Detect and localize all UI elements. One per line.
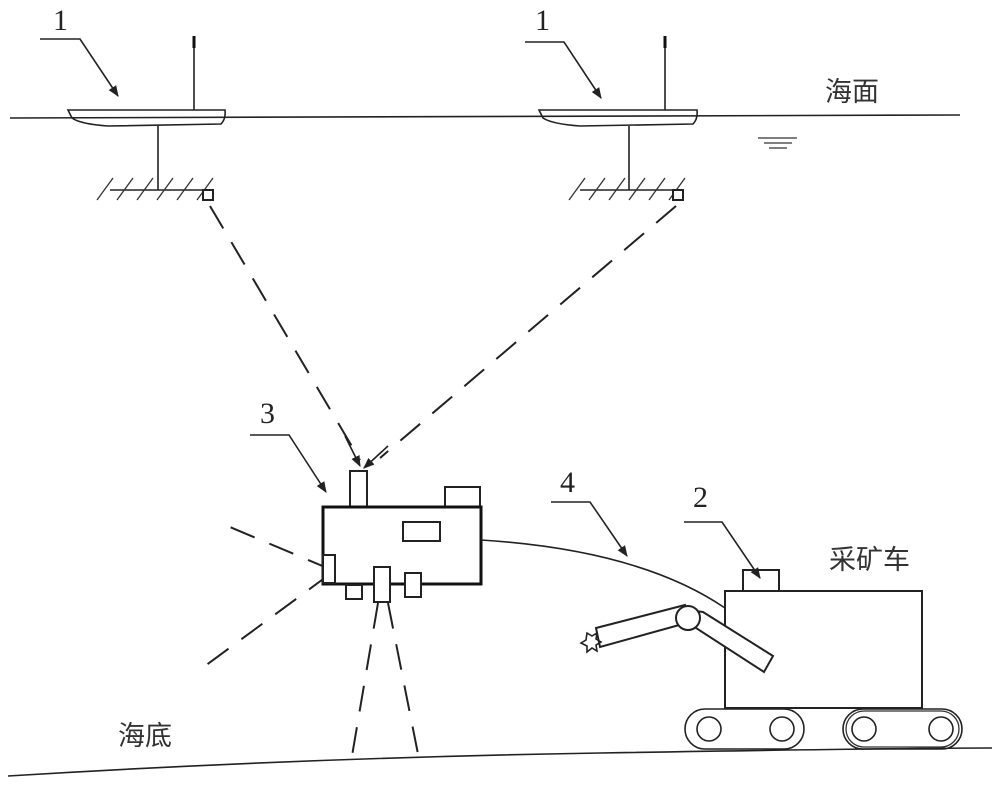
water-level-symbol (758, 137, 797, 149)
buoy-hull (66, 109, 226, 127)
cutter-head-icon (579, 631, 603, 654)
svg-text:1: 1 (53, 4, 68, 37)
sonar-beam-down-right (387, 602, 419, 755)
buoy-right (537, 36, 698, 201)
acoustic-path-left-buoy (209, 205, 361, 461)
sonar-beam-down-left (351, 602, 379, 757)
transducer-icon (672, 189, 684, 201)
tether-cable (480, 539, 726, 609)
status-panel (402, 521, 441, 542)
buoy-hull (537, 109, 698, 127)
bottom-module (345, 584, 363, 600)
top-module (444, 486, 481, 508)
sonar-beam-lower (204, 573, 331, 667)
mining-vehicle-label: 采矿车 (829, 545, 910, 576)
acoustic-path-right-buoy (379, 205, 677, 459)
svg-text:3: 3 (260, 397, 275, 430)
tracks (684, 708, 963, 750)
buoy-left (66, 36, 226, 201)
robotic-arm (579, 603, 775, 674)
hatching (96, 177, 214, 201)
relay-platform (321, 470, 483, 603)
vehicle-sensor (742, 569, 780, 592)
sea-surface-line (9, 114, 961, 119)
seabed-line (7, 747, 993, 777)
svg-text:4: 4 (560, 466, 575, 499)
bottom-module-2 (404, 572, 422, 598)
side-sonar (322, 554, 336, 584)
hatching (568, 177, 686, 201)
downward-sonar (373, 566, 391, 603)
callout-tether-cable: 4 (551, 466, 628, 557)
receiver-antenna (349, 470, 368, 508)
callout-relay-platform: 3 (250, 397, 327, 493)
seabed-label: 海底 (118, 721, 172, 752)
arm-joint (675, 605, 701, 631)
sonar-beam-upper (217, 521, 333, 571)
svg-text:2: 2 (693, 481, 708, 514)
sea-surface-label: 海面 (825, 77, 879, 108)
svg-text:1: 1 (535, 4, 550, 37)
platform-body (321, 505, 483, 586)
callout-vehicle-sensor: 2 (684, 481, 761, 579)
callout-buoy-left: 1 (40, 4, 119, 97)
callout-buoy-right: 1 (525, 4, 602, 99)
mining-vehicle (579, 569, 963, 750)
transducer-icon (202, 189, 214, 201)
